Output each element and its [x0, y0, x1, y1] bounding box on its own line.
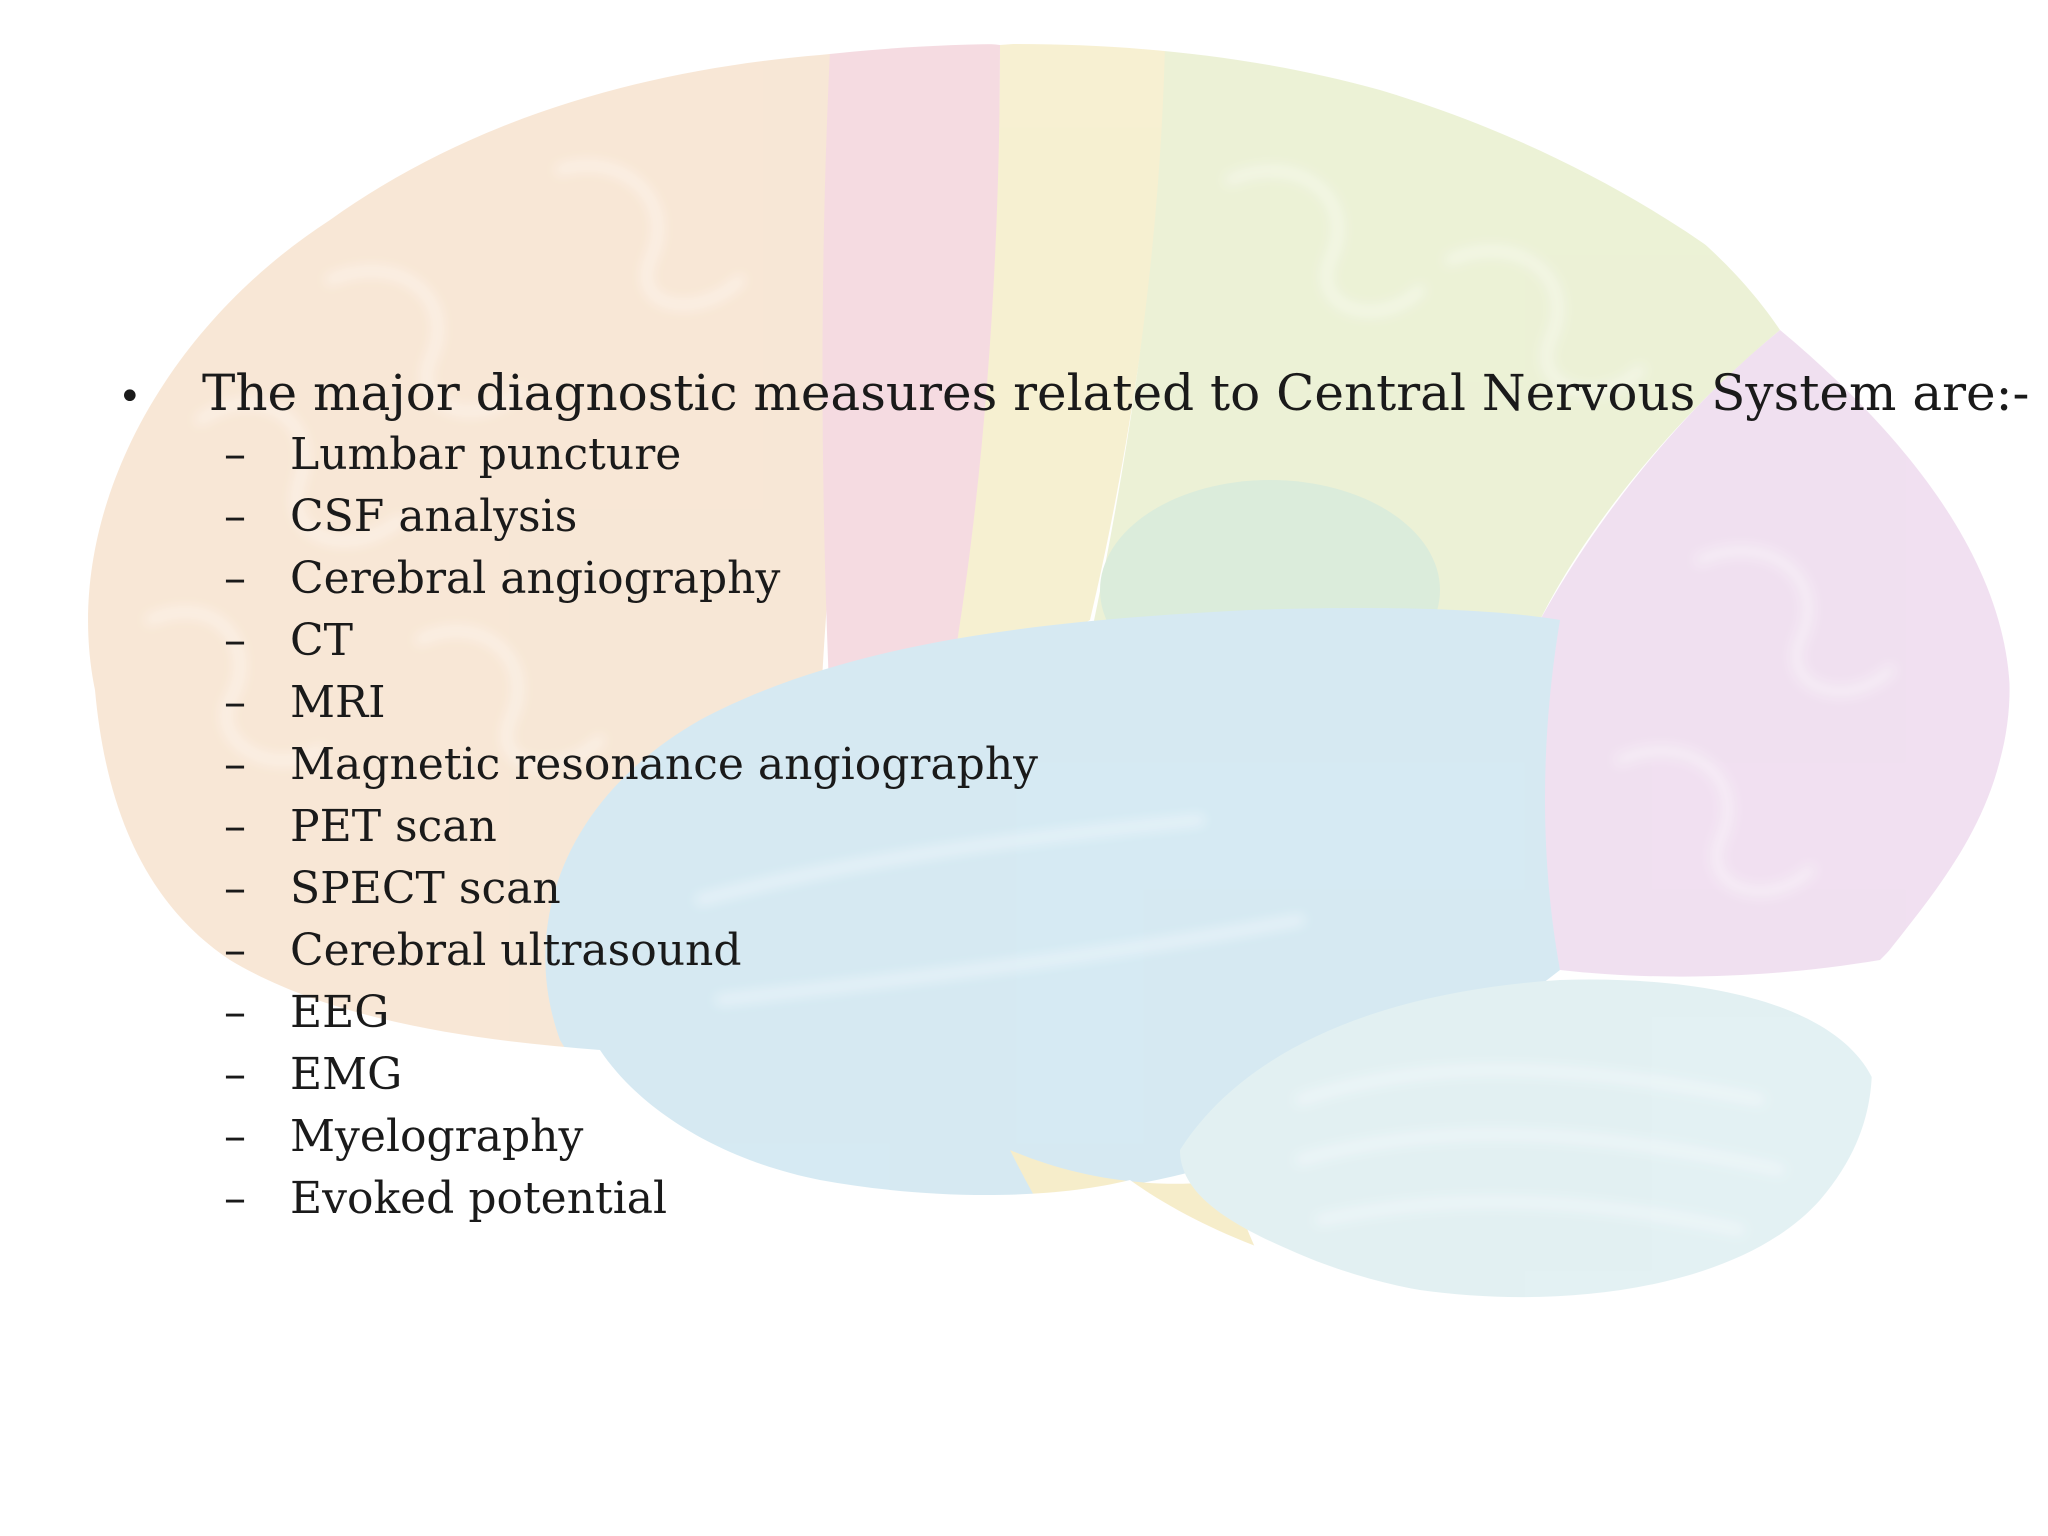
dash-icon: –	[224, 615, 246, 666]
list-item-label: CT	[290, 615, 354, 666]
dash-icon: –	[224, 1173, 246, 1224]
list-item-label: Cerebral angiography	[290, 553, 781, 604]
dash-icon: –	[224, 925, 246, 976]
dash-icon: –	[224, 1049, 246, 1100]
list-item: –Lumbar puncture	[118, 424, 1998, 486]
list-item-label: PET scan	[290, 801, 497, 852]
dash-icon: –	[224, 863, 246, 914]
list-item-label: MRI	[290, 677, 386, 728]
dash-icon: –	[224, 1111, 246, 1162]
main-bullet: • The major diagnostic measures related …	[118, 362, 2029, 424]
dash-icon: –	[224, 801, 246, 852]
list-item: –Evoked potential	[118, 1168, 1998, 1230]
list-item-label: Evoked potential	[290, 1173, 668, 1224]
postcentral-strip	[955, 44, 1170, 657]
diagnostic-measures-list: –Lumbar puncture –CSF analysis –Cerebral…	[118, 424, 1998, 1230]
list-item: –PET scan	[118, 796, 1998, 858]
dash-icon: –	[224, 553, 246, 604]
list-item-label: Magnetic resonance angiography	[290, 739, 1039, 790]
slide-heading: The major diagnostic measures related to…	[202, 364, 2030, 422]
list-item-label: SPECT scan	[290, 863, 561, 914]
dash-icon: –	[224, 491, 246, 542]
list-item-label: Lumbar puncture	[290, 429, 682, 480]
list-item: –Magnetic resonance angiography	[118, 734, 1998, 796]
list-item: –Cerebral ultrasound	[118, 920, 1998, 982]
occipital-lobe	[1526, 330, 2010, 977]
list-item-label: EEG	[290, 987, 390, 1038]
list-item: –Myelography	[118, 1106, 1998, 1168]
bullet-icon: •	[118, 374, 142, 420]
list-item: –MRI	[118, 672, 1998, 734]
list-item: –EMG	[118, 1044, 1998, 1106]
list-item: –CSF analysis	[118, 486, 1998, 548]
dash-icon: –	[224, 987, 246, 1038]
dash-icon: –	[224, 739, 246, 790]
list-item-label: CSF analysis	[290, 491, 578, 542]
dash-icon: –	[224, 677, 246, 728]
list-item-label: Myelography	[290, 1111, 584, 1162]
slide-content: • The major diagnostic measures related …	[118, 362, 2029, 1230]
precentral-strip	[822, 44, 1000, 710]
gyri-texture	[145, 160, 1895, 1235]
list-item: –SPECT scan	[118, 858, 1998, 920]
list-item: –EEG	[118, 982, 1998, 1044]
list-item: –CT	[118, 610, 1998, 672]
frontal-lobe	[88, 44, 900, 1060]
list-item-label: Cerebral ultrasound	[290, 925, 742, 976]
list-item-label: EMG	[290, 1049, 403, 1100]
list-item: –Cerebral angiography	[118, 548, 1998, 610]
dash-icon: –	[224, 429, 246, 480]
